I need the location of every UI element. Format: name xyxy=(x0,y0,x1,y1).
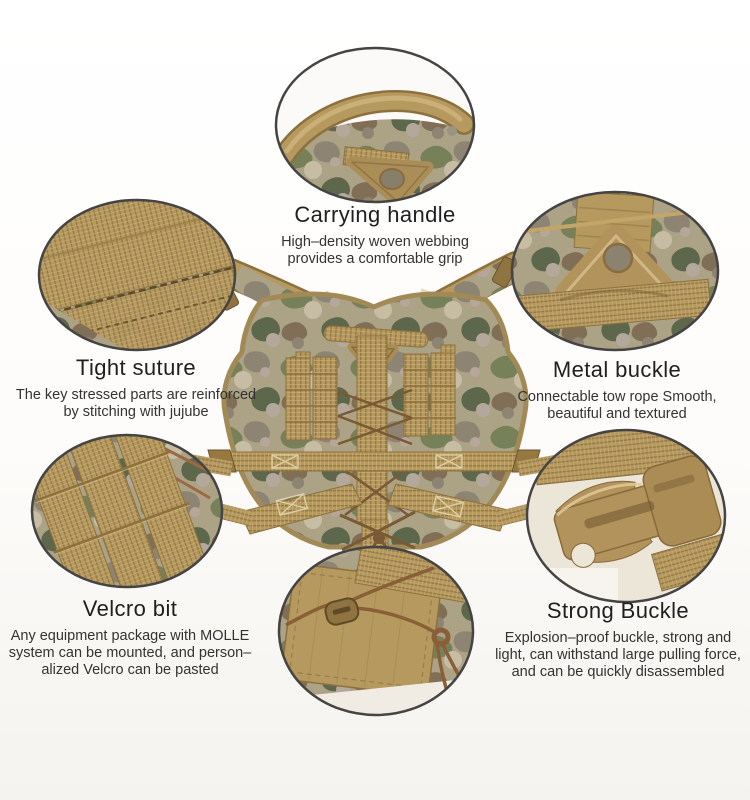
callout-line: High–density woven webbing xyxy=(281,234,469,250)
molle-panel-right xyxy=(403,352,456,437)
callout-title: Tight suture xyxy=(75,355,197,380)
inset-ring xyxy=(277,545,475,717)
callout-line: and can be quickly disassembled xyxy=(511,664,725,680)
metal-buckle-photo xyxy=(510,190,720,352)
velcro-molle-photo xyxy=(30,433,224,589)
callout-tight-suture: Tight suture The key stressed parts are … xyxy=(0,355,272,421)
strong-buckle-photo xyxy=(525,428,727,604)
inset-ring xyxy=(37,198,237,352)
callout-title: Carrying handle xyxy=(294,202,456,227)
callout-line: Any equipment package with MOLLE xyxy=(10,628,250,644)
callout-line: alized Velcro can be pasted xyxy=(41,662,219,678)
callout-velcro-bit: Velcro bit Any equipment package with MO… xyxy=(0,596,260,679)
callout-line: by stitching with jujube xyxy=(63,404,209,420)
vest-photo xyxy=(190,251,560,565)
callout-line: light, can withstand large pulling force… xyxy=(495,647,741,663)
callout-metal-buckle: Metal buckle Connectable tow rope Smooth… xyxy=(487,357,747,423)
inset-ring xyxy=(30,433,224,589)
molle-panel-left xyxy=(285,356,338,441)
callout-line: Connectable tow rope Smooth, xyxy=(517,389,717,405)
callout-line: provides a comfortable grip xyxy=(287,251,463,267)
callout-description: Explosion–proof buckle, strong and light… xyxy=(482,630,750,681)
inset-ring xyxy=(510,190,720,352)
callout-line: The key stressed parts are reinforced xyxy=(15,387,257,403)
callout-description: The key stressed parts are reinforced by… xyxy=(0,387,272,421)
carrying-handle-photo xyxy=(274,46,476,204)
cord-lock-photo xyxy=(277,545,475,717)
callout-strong-buckle: Strong Buckle Explosion–proof buckle, st… xyxy=(482,598,750,681)
callout-title: Velcro bit xyxy=(82,596,178,621)
callout-line: beautiful and textured xyxy=(547,406,687,422)
callout-description: Connectable tow rope Smooth, beautiful a… xyxy=(487,389,747,423)
callout-carrying-handle: Carrying handle High–density woven webbi… xyxy=(215,202,535,268)
callout-line: Explosion–proof buckle, strong and xyxy=(504,630,732,646)
callout-description: Any equipment package with MOLLE system … xyxy=(0,628,260,679)
callout-title: Strong Buckle xyxy=(546,598,690,623)
inset-ring xyxy=(525,428,727,604)
callout-line: system can be mounted, and person– xyxy=(8,645,252,661)
inset-ring xyxy=(274,46,476,204)
callout-description: High–density woven webbing provides a co… xyxy=(215,234,535,268)
callout-title: Metal buckle xyxy=(552,357,682,382)
